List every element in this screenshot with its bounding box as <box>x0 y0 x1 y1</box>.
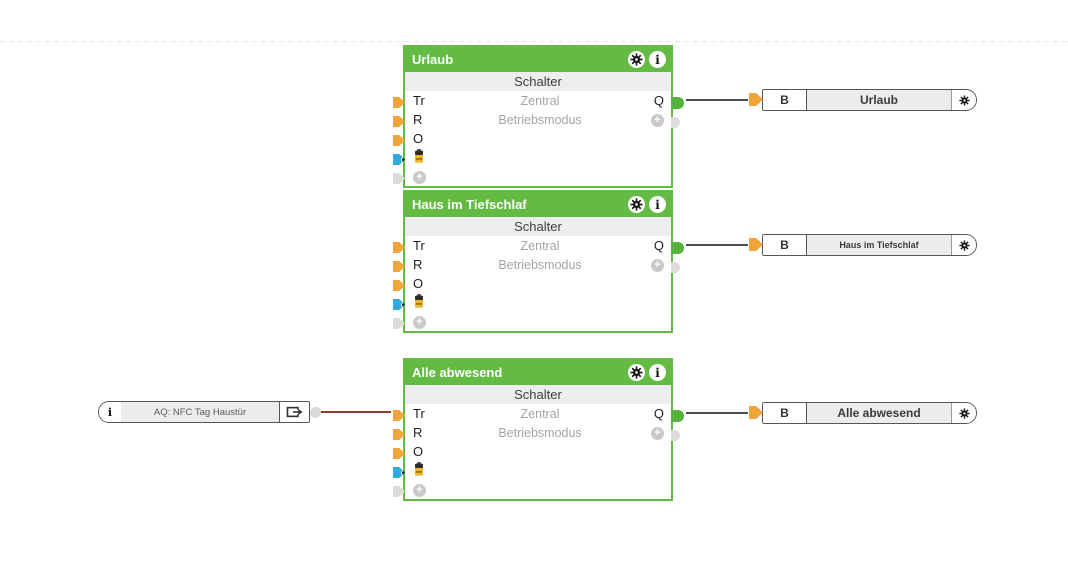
info-icon[interactable]: i <box>649 364 666 381</box>
param-label[interactable]: Betriebsmodus <box>498 112 582 127</box>
gear-icon[interactable] <box>951 90 976 110</box>
block-titlebar[interactable]: Alle abwesend i <box>405 360 671 385</box>
block-type-label: Schalter <box>405 72 671 91</box>
add-input-icon[interactable]: + <box>413 316 426 330</box>
output-name-label: Urlaub <box>807 90 951 110</box>
memory-output-alle-abwesend[interactable]: B Alle abwesend <box>749 402 977 424</box>
input-connector-tr[interactable] <box>393 410 405 421</box>
input-connector-r[interactable] <box>393 261 405 272</box>
block-title: Alle abwesend <box>412 365 503 380</box>
input-connector-o[interactable] <box>393 135 405 146</box>
input-label-o: O <box>413 131 424 146</box>
output-connector-add[interactable] <box>671 430 680 441</box>
info-icon: i <box>99 402 121 422</box>
input-label-tr: Tr <box>413 238 425 253</box>
add-output-icon[interactable]: + <box>651 427 664 441</box>
wire-urlaub-q-to-b[interactable] <box>686 99 748 101</box>
input-label-tr: Tr <box>413 93 425 108</box>
input-connector-memory[interactable] <box>393 467 405 478</box>
add-input-icon[interactable]: + <box>413 171 426 185</box>
output-label-q: Q <box>653 93 664 108</box>
block-type-label: Schalter <box>405 385 671 404</box>
wire-abwesend-q-to-b[interactable] <box>686 412 748 414</box>
page-divider-line <box>0 41 1068 42</box>
output-connector[interactable] <box>310 407 321 418</box>
gear-icon[interactable] <box>628 51 645 68</box>
output-type-label: B <box>763 235 807 255</box>
block-titlebar[interactable]: Urlaub i <box>405 47 671 72</box>
block-type-label: Schalter <box>405 217 671 236</box>
gear-icon[interactable] <box>628 364 645 381</box>
output-name-label: Haus im Tiefschlaf <box>807 235 951 255</box>
block-title: Urlaub <box>412 52 454 67</box>
wire-nfc-to-tr[interactable] <box>320 411 391 413</box>
output-label-q: Q <box>653 406 664 421</box>
input-connector-memory[interactable] <box>393 154 405 165</box>
function-block-urlaub[interactable]: Urlaub i Schalter Tr Zentral Q R Betrieb… <box>393 45 684 188</box>
input-connector-add[interactable] <box>393 486 405 497</box>
output-name-label: Alle abwesend <box>807 403 951 423</box>
gear-icon[interactable] <box>951 235 976 255</box>
function-block-haus-im-tiefschlaf[interactable]: Haus im Tiefschlaf i Schalter Tr Zentral… <box>393 190 684 333</box>
input-label-r: R <box>413 425 423 440</box>
block-title: Haus im Tiefschlaf <box>412 197 527 212</box>
gear-icon[interactable] <box>951 403 976 423</box>
input-label-o: O <box>413 444 424 459</box>
output-connector-add[interactable] <box>671 117 680 128</box>
input-label-tr: Tr <box>413 406 425 421</box>
info-icon[interactable]: i <box>649 51 666 68</box>
export-icon <box>279 402 309 422</box>
param-label[interactable]: Betriebsmodus <box>498 257 582 272</box>
param-label[interactable]: Zentral <box>520 406 560 421</box>
input-connector-o[interactable] <box>393 280 405 291</box>
add-output-icon[interactable]: + <box>651 259 664 273</box>
memory-flag-icon <box>414 149 424 166</box>
output-connector-q[interactable] <box>671 410 684 422</box>
param-label[interactable]: Zentral <box>520 93 560 108</box>
source-ref-label: AQ: NFC Tag Haustür <box>121 402 279 422</box>
param-label[interactable]: Zentral <box>520 238 560 253</box>
wire-tiefschlaf-q-to-b[interactable] <box>686 244 748 246</box>
input-arrow-connector[interactable] <box>749 93 763 106</box>
input-label-o: O <box>413 276 424 291</box>
memory-output-urlaub[interactable]: B Urlaub <box>749 89 977 111</box>
info-icon[interactable]: i <box>649 196 666 213</box>
input-connector-tr[interactable] <box>393 97 405 108</box>
input-connector-memory[interactable] <box>393 299 405 310</box>
param-label[interactable]: Betriebsmodus <box>498 425 582 440</box>
add-input-icon[interactable]: + <box>413 484 426 498</box>
input-label-r: R <box>413 257 423 272</box>
memory-flag-icon <box>414 294 424 311</box>
input-connector-add[interactable] <box>393 173 405 184</box>
input-connector-r[interactable] <box>393 116 405 127</box>
block-titlebar[interactable]: Haus im Tiefschlaf i <box>405 192 671 217</box>
output-type-label: B <box>763 90 807 110</box>
input-label-r: R <box>413 112 423 127</box>
input-connector-tr[interactable] <box>393 242 405 253</box>
memory-output-haus-im-tiefschlaf[interactable]: B Haus im Tiefschlaf <box>749 234 977 256</box>
memory-flag-icon <box>414 462 424 479</box>
input-connector-r[interactable] <box>393 429 405 440</box>
gear-icon[interactable] <box>628 196 645 213</box>
add-output-icon[interactable]: + <box>651 114 664 128</box>
input-connector-o[interactable] <box>393 448 405 459</box>
input-connector-add[interactable] <box>393 318 405 329</box>
function-block-alle-abwesend[interactable]: Alle abwesend i Schalter Tr Zentral Q R … <box>393 358 684 501</box>
output-connector-q[interactable] <box>671 242 684 254</box>
source-ref-nfc-tag-haustuer[interactable]: i AQ: NFC Tag Haustür <box>98 401 321 423</box>
output-type-label: B <box>763 403 807 423</box>
input-arrow-connector[interactable] <box>749 238 763 251</box>
output-label-q: Q <box>653 238 664 253</box>
output-connector-add[interactable] <box>671 262 680 273</box>
output-connector-q[interactable] <box>671 97 684 109</box>
input-arrow-connector[interactable] <box>749 406 763 419</box>
